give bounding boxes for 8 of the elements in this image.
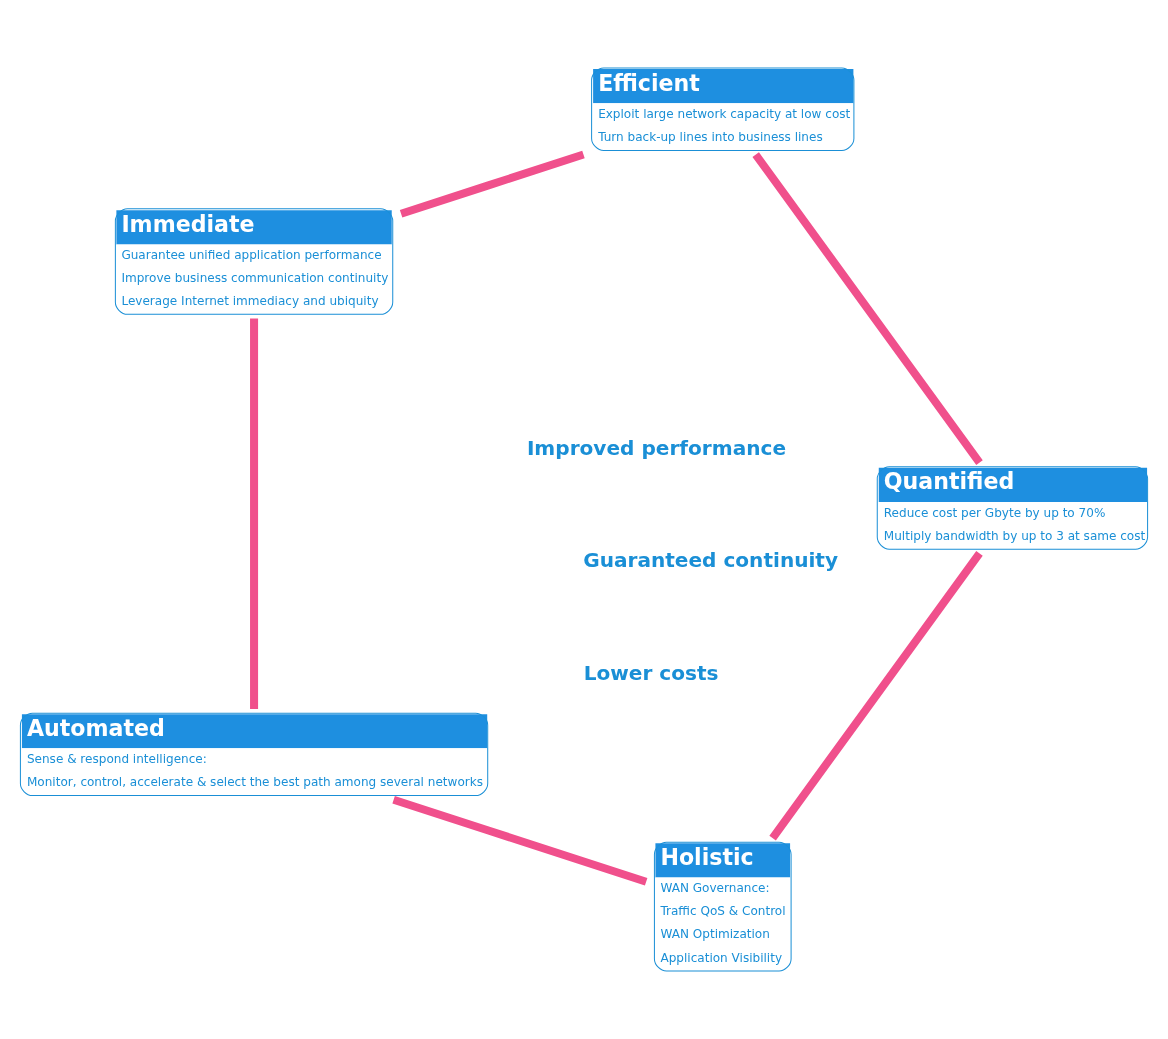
label: Improved performance [526, 435, 787, 460]
label: Guaranteed continuity [583, 548, 839, 573]
connector [399, 150, 585, 218]
connector [769, 550, 983, 841]
connector [752, 152, 983, 465]
connector [392, 795, 648, 886]
connector [250, 318, 259, 709]
label: Lower costs [583, 660, 719, 685]
